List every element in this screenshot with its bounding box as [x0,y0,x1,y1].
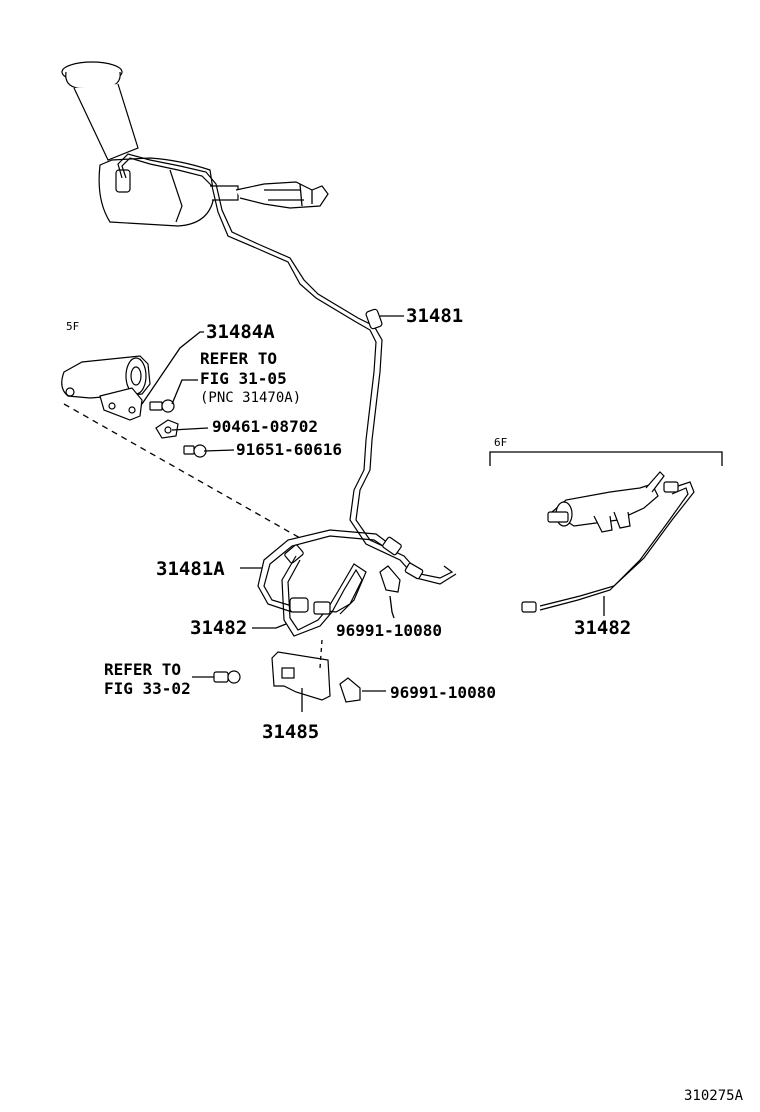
label-90461-08702: 90461-08702 [212,417,318,436]
slave-cylinder-5f-illustration [61,355,151,421]
label-variant-5f: 5F [66,320,79,333]
label-refer-to-2: REFER TO [104,660,181,679]
label-variant-6f: 6F [494,436,507,449]
bolt-refer-fig33-illustration [213,670,241,684]
figure-id: 310275A [684,1088,744,1104]
label-pnc-31470a: (PNC 31470A) [200,390,301,406]
bolt-31484a-illustration [149,399,175,413]
label-31484a: 31484A [206,321,275,343]
label-96991-10080-b: 96991-10080 [390,683,496,702]
label-refer-to-1: REFER TO [200,349,277,368]
label-31481: 31481 [406,305,463,327]
flex-hose-31481a-illustration [257,529,402,613]
variant-6f-bracket-line [489,451,723,466]
clip-96991-upper-illustration [379,565,401,593]
bracket-31485-illustration [271,639,331,712]
master-cylinder-reservoir-illustration [61,61,329,227]
clutch-line-31482-left-illustration [281,555,367,637]
label-fig-31-05: FIG 31-05 [200,369,287,388]
label-fig-33-02: FIG 33-02 [104,679,191,698]
clip-96991-lower-illustration [339,677,361,703]
clutch-line-31482-right-illustration [521,481,695,613]
label-31482-left: 31482 [190,617,247,639]
label-31482-right: 31482 [574,617,631,639]
label-31485: 31485 [262,721,319,743]
label-31481a: 31481A [156,558,225,580]
label-96991-10080-a: 96991-10080 [336,621,442,640]
bolt-91651-illustration [183,444,207,458]
clip-90461-illustration [155,419,179,439]
label-91651-60616: 91651-60616 [236,440,342,459]
slave-cylinder-6f-illustration [547,471,665,533]
